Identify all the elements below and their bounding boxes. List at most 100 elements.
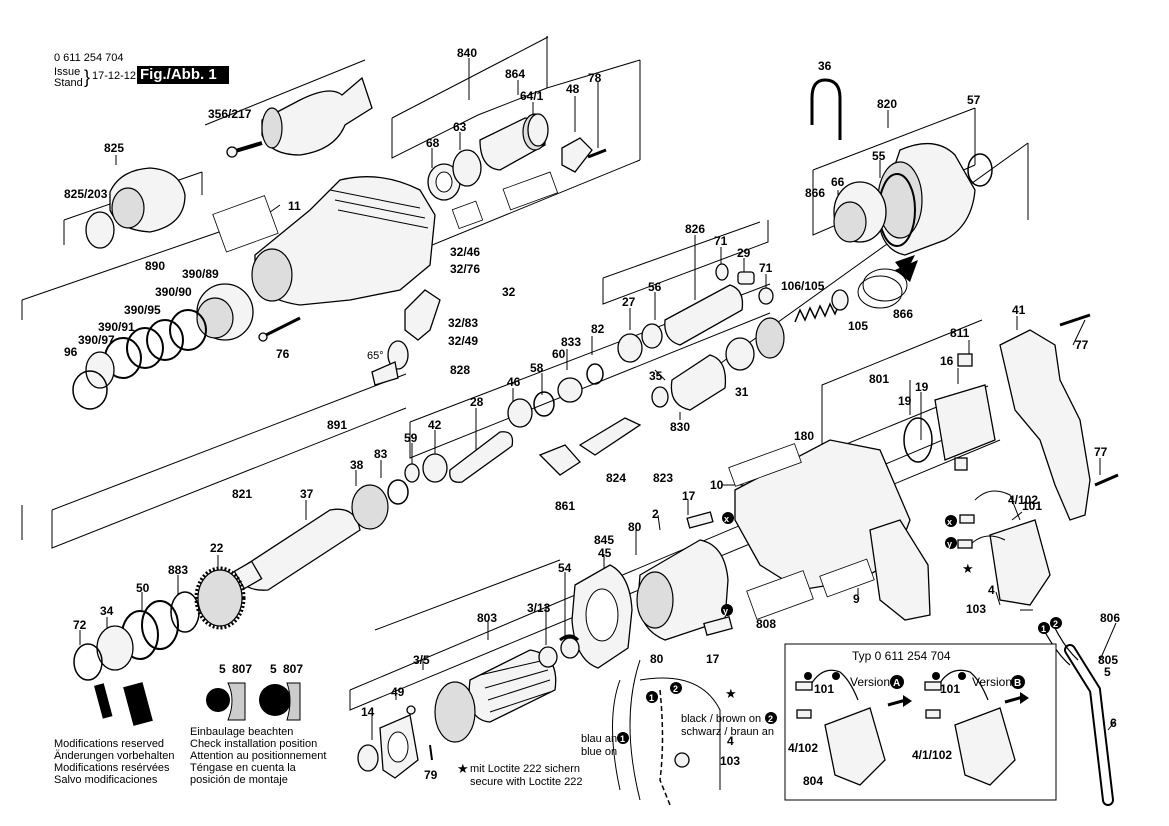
label-356-217: 356/217 <box>208 107 252 121</box>
svg-text:2: 2 <box>673 684 678 694</box>
label-56: 56 <box>648 280 662 294</box>
label-861: 861 <box>555 499 575 513</box>
screw-356-217 <box>226 141 263 158</box>
version-a-badge: A <box>893 678 900 689</box>
label-58: 58 <box>530 361 544 375</box>
label-4-wiring: 4 <box>727 734 734 748</box>
label-101: 101 <box>1022 499 1042 513</box>
bracket-36 <box>810 78 842 140</box>
badge-1-cable: 1 <box>1038 622 1050 634</box>
label-32-83: 32/83 <box>448 316 478 330</box>
label-3-5: 3/5 <box>413 653 430 667</box>
label-103-wiring: 103 <box>720 754 740 768</box>
modifications-note: Modifications reserved Änderungen vorbeh… <box>54 738 174 786</box>
label-31: 31 <box>735 385 749 399</box>
black-brown-en: black / brown on <box>681 713 761 725</box>
motor-shaft-37 <box>233 479 409 591</box>
parts <box>72 76 1119 806</box>
svg-text:1: 1 <box>620 734 625 744</box>
label-803: 803 <box>477 611 497 625</box>
brush-holder-16 <box>903 353 996 471</box>
star-icon: ★ <box>962 561 974 576</box>
label-80a: 80 <box>628 520 642 534</box>
svg-text:y: y <box>947 539 952 549</box>
label-72: 72 <box>73 618 87 632</box>
badge-1-wiring-a: 1 <box>646 691 658 703</box>
install-check-note: Einbaulage beachten Check installation p… <box>190 726 326 786</box>
label-57: 57 <box>967 93 981 107</box>
label-83: 83 <box>374 447 388 461</box>
label-883: 883 <box>168 563 188 577</box>
label-390-90: 390/90 <box>155 285 192 299</box>
arrow-marker <box>895 260 918 282</box>
label-823: 823 <box>653 471 673 485</box>
label-45: 45 <box>598 546 612 560</box>
svg-text:1: 1 <box>649 693 654 703</box>
label-825: 825 <box>104 141 124 155</box>
label-68: 68 <box>426 136 440 150</box>
inset-b-4-1-102: 4/1/102 <box>912 748 952 762</box>
sleeve-890 <box>72 283 254 410</box>
label-840: 840 <box>457 46 477 60</box>
label-5b: 5 <box>270 662 277 676</box>
motor-housing-10 <box>728 439 931 621</box>
badge-2-wiring: 2 <box>670 682 682 694</box>
label-801: 801 <box>869 372 889 386</box>
handle-41 <box>999 313 1119 521</box>
label-808: 808 <box>756 617 776 631</box>
label-9: 9 <box>853 592 860 606</box>
label-48: 48 <box>566 82 580 96</box>
label-22: 22 <box>210 541 224 555</box>
flange-66 <box>833 181 887 243</box>
plate-48 <box>561 137 593 173</box>
label-824: 824 <box>606 471 626 485</box>
label-821: 821 <box>232 487 252 501</box>
blue-de: blau an <box>581 733 617 745</box>
label-79: 79 <box>424 768 438 782</box>
label-37: 37 <box>300 487 314 501</box>
label-845: 845 <box>594 533 614 547</box>
loctite-line1: mit Loctite 222 sichern <box>470 763 580 775</box>
badge-x-switch: x <box>945 515 957 527</box>
figure-label: Fig./Abb. 1 <box>137 66 229 84</box>
label-807b: 807 <box>283 662 303 676</box>
label-71a: 71 <box>714 234 728 248</box>
label-4: 4 <box>988 583 995 597</box>
stand-label: Stand <box>54 77 83 89</box>
label-390-95: 390/95 <box>124 303 161 317</box>
modifications-line-3: Modifications resérvées <box>54 762 170 774</box>
label-16: 16 <box>940 354 954 368</box>
drill-chuck <box>261 76 373 156</box>
label-60: 60 <box>552 347 566 361</box>
label-32: 32 <box>502 285 516 299</box>
label-42: 42 <box>428 418 442 432</box>
version-b-label: Version <box>972 675 1012 689</box>
inset-a-804: 804 <box>803 774 823 788</box>
ring-57 <box>967 153 993 187</box>
screw-76 <box>258 316 301 342</box>
label-811: 811 <box>950 326 970 340</box>
badge-2-black: 2 <box>765 712 777 724</box>
label-41: 41 <box>1012 303 1026 317</box>
badge-1-inset-a <box>804 672 812 680</box>
install-line-2: Check installation position <box>190 738 317 750</box>
svg-text:★: ★ <box>962 561 974 576</box>
gear-housing <box>212 176 436 306</box>
bearing-63 <box>452 149 482 187</box>
label-32-46: 32/46 <box>450 245 480 259</box>
label-390-97: 390/97 <box>78 333 115 347</box>
shaft-824 <box>538 417 642 476</box>
install-line-5: posición de montaje <box>190 774 288 786</box>
inset-a-4-102: 4/102 <box>788 741 818 755</box>
label-14: 14 <box>361 705 375 719</box>
label-106-105: 106/105 <box>781 279 825 293</box>
label-32-49: 32/49 <box>448 334 478 348</box>
inset-title: Typ 0 611 254 704 <box>852 649 951 663</box>
label-17b: 17 <box>706 652 720 666</box>
label-77a: 77 <box>1075 338 1089 352</box>
wrench-icons <box>451 171 559 230</box>
label-19b: 19 <box>898 394 912 408</box>
modifications-line-4: Salvo modificaciones <box>54 774 158 786</box>
